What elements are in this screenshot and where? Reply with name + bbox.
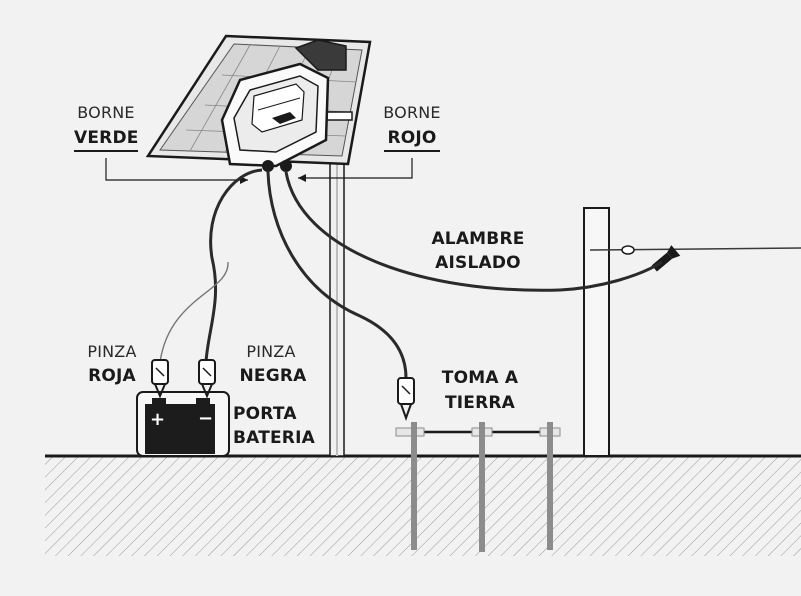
porta-bateria-label-2: BATERIA	[233, 428, 315, 448]
cable-to-fence	[284, 171, 663, 292]
cable-to-battery	[204, 168, 263, 363]
borne-rojo-bracket	[298, 158, 413, 179]
battery	[136, 391, 230, 457]
pinza-roja-label-bottom: ROJA	[88, 366, 136, 386]
ground-hatch	[45, 456, 801, 556]
ground-rods	[395, 422, 561, 552]
borne-rojo-label-top: BORNE	[383, 103, 441, 122]
pinza-roja-label-top: PINZA	[87, 342, 137, 361]
cable-to-ground	[266, 171, 408, 379]
borne-verde-bracket	[105, 158, 248, 181]
alambre-aislado-label-1: ALAMBRE	[431, 229, 525, 249]
alambre-aislado-label-2: AISLADO	[435, 253, 521, 273]
borne-verde-label-top: BORNE	[77, 103, 135, 122]
battery-minus-sign: −	[198, 408, 214, 429]
pinza-negra-label-top: PINZA	[246, 342, 296, 361]
borne-rojo-label-bottom: ROJO	[384, 128, 440, 152]
clip-red	[151, 359, 169, 399]
borne-verde-label-bottom: VERDE	[74, 128, 138, 152]
toma-tierra-label-1: TOMA A	[441, 368, 519, 388]
battery-plus-sign: +	[150, 409, 166, 430]
toma-tierra-label-2: TIERRA	[444, 393, 516, 413]
energizer-unit	[220, 62, 330, 172]
insulator	[621, 245, 635, 255]
clip-black	[198, 359, 216, 399]
fence-post	[583, 207, 610, 457]
cable-thin-to-battery	[159, 261, 229, 363]
porta-bateria-label-1: PORTA	[233, 404, 297, 424]
pinza-negra-label-bottom: NEGRA	[239, 366, 307, 386]
clip-ground	[397, 377, 415, 421]
